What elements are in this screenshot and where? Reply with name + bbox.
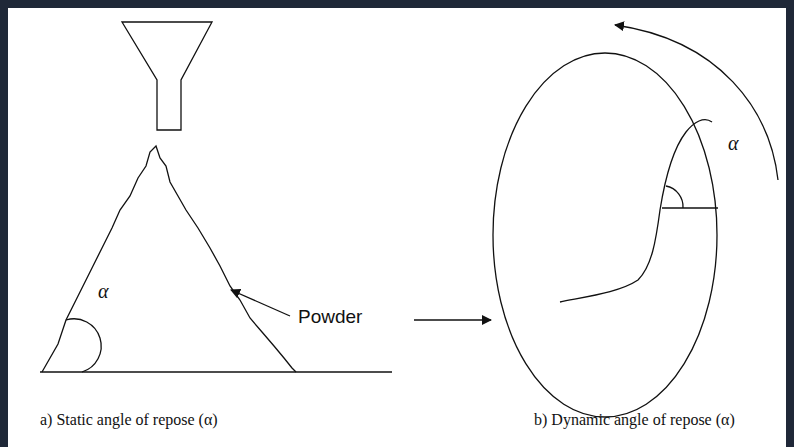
angle-symbol: α xyxy=(98,280,109,303)
figure-caption: a) Static angle of repose (α) xyxy=(40,411,218,429)
white-panel xyxy=(8,8,786,447)
ground-line xyxy=(40,371,392,372)
angle-arc xyxy=(666,186,683,208)
powder-pile xyxy=(42,146,296,372)
funnel xyxy=(122,22,212,130)
rotating-drum xyxy=(493,53,717,417)
powder-surface xyxy=(560,120,712,302)
leader-arrow xyxy=(414,319,491,320)
angle-arc xyxy=(66,319,101,372)
rotation-arrow xyxy=(615,25,778,180)
part-label: Powder xyxy=(298,306,362,328)
leader-arrow xyxy=(231,290,290,316)
figure-caption: b) Dynamic angle of repose (α) xyxy=(534,411,735,429)
horizontal-line xyxy=(662,207,718,208)
angle-symbol: α xyxy=(728,132,739,155)
